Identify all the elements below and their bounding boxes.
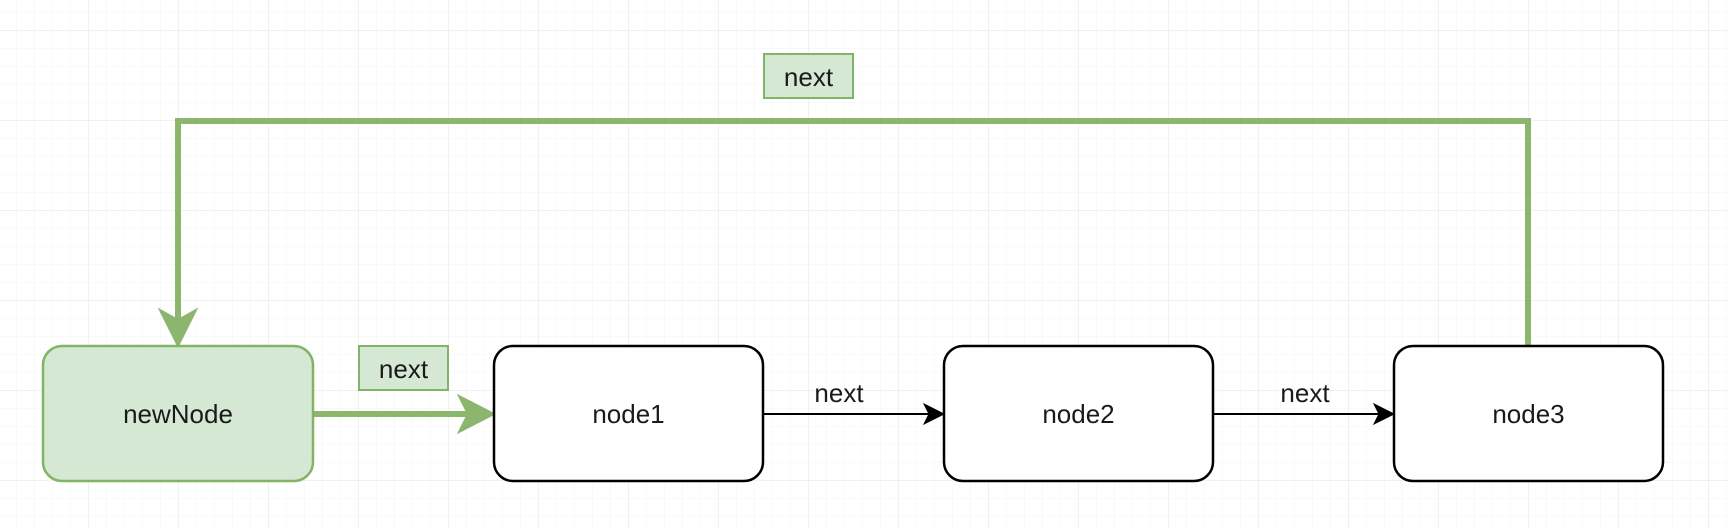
- edge-label-node1-to-node2: next: [814, 378, 864, 408]
- node-node3-label: node3: [1492, 399, 1564, 429]
- edge-node3-to-newnode[interactable]: [157, 118, 1531, 349]
- node-node3[interactable]: node3: [1392, 344, 1665, 483]
- node-newnode[interactable]: newNode: [41, 344, 315, 483]
- edge-node2-to-node3-arrowhead: [1372, 402, 1396, 426]
- node-node1-label: node1: [592, 399, 664, 429]
- edge-node1-to-node2-arrowhead: [922, 402, 946, 426]
- edge-node2-to-node3[interactable]: [1214, 402, 1396, 426]
- edge-label-newnode-to-node1: next: [379, 354, 429, 384]
- node-node1-box: [492, 344, 765, 483]
- edge-node3-to-newnode-line: [175, 118, 1531, 346]
- edge-label-node2-to-node3: next: [1280, 378, 1330, 408]
- node-node1[interactable]: node1: [492, 344, 765, 483]
- edge-newnode-to-node1[interactable]: [314, 393, 497, 435]
- edge-label-box-middle-rect: [358, 345, 449, 391]
- edge-label-box-middle[interactable]: next: [358, 345, 449, 391]
- edge-node3-to-newnode-arrowhead: [157, 307, 199, 349]
- edge-newnode-to-node1-arrowhead: [456, 393, 497, 435]
- node-node3-box: [1392, 344, 1665, 483]
- node-newnode-label: newNode: [123, 399, 233, 429]
- node-node2-box: [942, 344, 1215, 483]
- node-node2[interactable]: node2: [942, 344, 1215, 483]
- edge-label-box-top[interactable]: next: [763, 53, 854, 99]
- node-node2-label: node2: [1042, 399, 1114, 429]
- node-newnode-box: [41, 344, 315, 483]
- edge-node1-to-node2[interactable]: [764, 402, 946, 426]
- edge-label-node3-to-newnode: next: [784, 62, 834, 92]
- edge-label-box-top-rect: [763, 53, 854, 99]
